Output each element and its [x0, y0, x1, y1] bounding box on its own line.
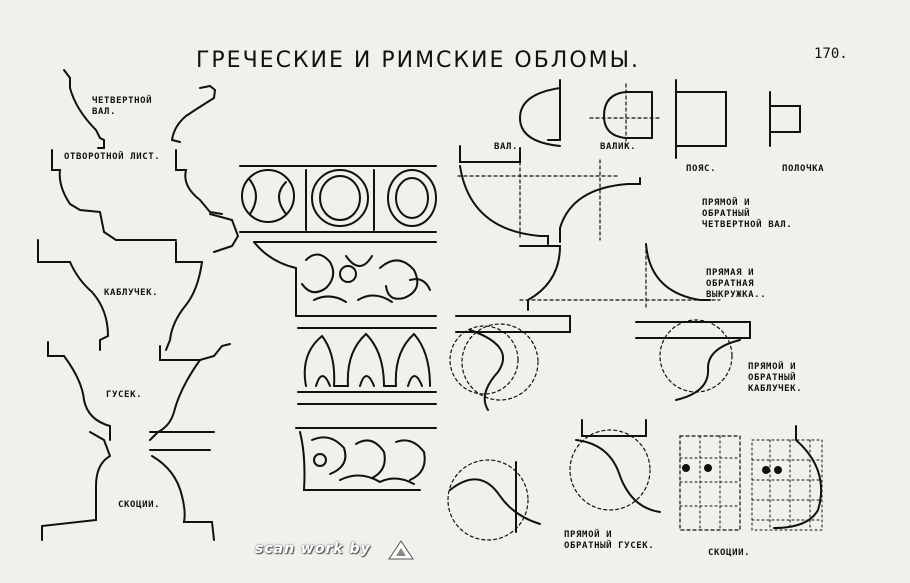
profile-chetvertnoy-val [63, 69, 217, 149]
profile-valik [589, 83, 661, 147]
label-gusek: ГУСЕК. [106, 390, 143, 400]
profile-skotsii [41, 431, 215, 541]
label-skotsii-left: СКОЦИИ. [118, 500, 161, 510]
construction-vykruzhka [519, 243, 721, 311]
label-poyas: ПОЯС. [686, 164, 717, 174]
page-number: 170. [814, 46, 848, 62]
label-otvorotny-list: ОТВОРОТНОЙ ЛИСТ. [64, 152, 161, 162]
ornament-anthemion [297, 327, 437, 405]
ornament-acanthus-leaf [295, 427, 437, 491]
profile-poyas [675, 79, 727, 159]
label-pryamaya-obratnaya-vykruzhka: ПРЯМАЯ И ОБРАТНАЯ ВЫКРУЖКА.. [706, 268, 767, 300]
profile-polochka [769, 91, 801, 147]
profile-gusek [47, 341, 231, 441]
construction-kablychek [449, 315, 751, 411]
ornament-egg-and-dart [239, 165, 437, 233]
label-pryamoy-obratny-gusek: ПРЯМОЙ И ОБРАТНЫЙ ГУСЕК. [564, 530, 655, 551]
label-chetvertnoy-val: ЧЕТВЕРТНОЙ ВАЛ. [92, 96, 153, 117]
construction-quarter-round [457, 159, 641, 245]
label-kablychek: КАБЛУЧЕК. [104, 288, 159, 298]
label-val: ВАЛ. [494, 142, 519, 152]
profile-otvorotny-list [51, 149, 240, 253]
watermark-text: scan work by [255, 541, 371, 557]
profile-kablychek [37, 239, 203, 351]
label-pryamoy-obratny-kablychek: ПРЯМОЙ И ОБРАТНЫЙ КАБЛУЧЕК. [748, 362, 803, 394]
label-skotsii-right: СКОЦИИ. [708, 548, 751, 558]
label-polochka: ПОЛОЧКА [782, 164, 825, 174]
construction-gusek [447, 419, 661, 541]
profile-val [459, 79, 561, 163]
page-title: ГРЕЧЕСКИЕ И РИМСКИЕ ОБЛОМЫ. [196, 48, 641, 73]
ornament-acanthus-scroll [253, 241, 437, 317]
watermark-logo-icon [388, 540, 414, 560]
label-pryamoy-obratny-chetvertnoy-val: ПРЯМОЙ И ОБРАТНЫЙ ЧЕТВЕРТНОЙ ВАЛ. [702, 198, 793, 230]
label-valik: ВАЛИК. [600, 142, 637, 152]
construction-skotsii [679, 425, 823, 531]
